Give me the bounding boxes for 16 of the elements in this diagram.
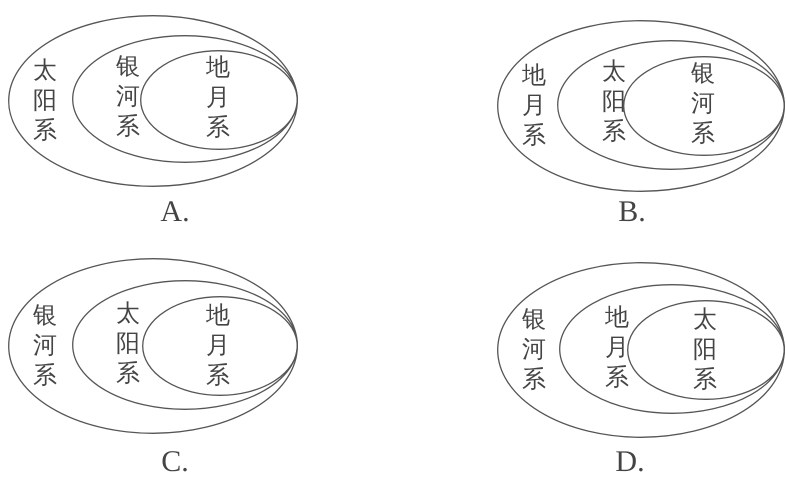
vertical-label: 地月系 <box>522 62 546 151</box>
vertical-label: 太阳系 <box>33 57 57 146</box>
option-letter: C. <box>161 445 189 479</box>
vertical-label: 太阳系 <box>116 300 140 389</box>
option-letter: D. <box>615 445 645 479</box>
vertical-label: 银河系 <box>33 302 57 391</box>
option-letter: B. <box>618 195 646 229</box>
vertical-label: 银河系 <box>691 60 715 149</box>
vertical-label: 太阳系 <box>693 306 717 395</box>
option-letter: A. <box>160 195 190 229</box>
vertical-label: 地月系 <box>605 304 629 393</box>
vertical-label: 地月系 <box>206 54 230 143</box>
vertical-label: 银河系 <box>522 306 546 395</box>
vertical-label: 太阳系 <box>602 58 626 147</box>
vertical-label: 银河系 <box>116 53 140 142</box>
vertical-label: 地月系 <box>206 302 230 391</box>
